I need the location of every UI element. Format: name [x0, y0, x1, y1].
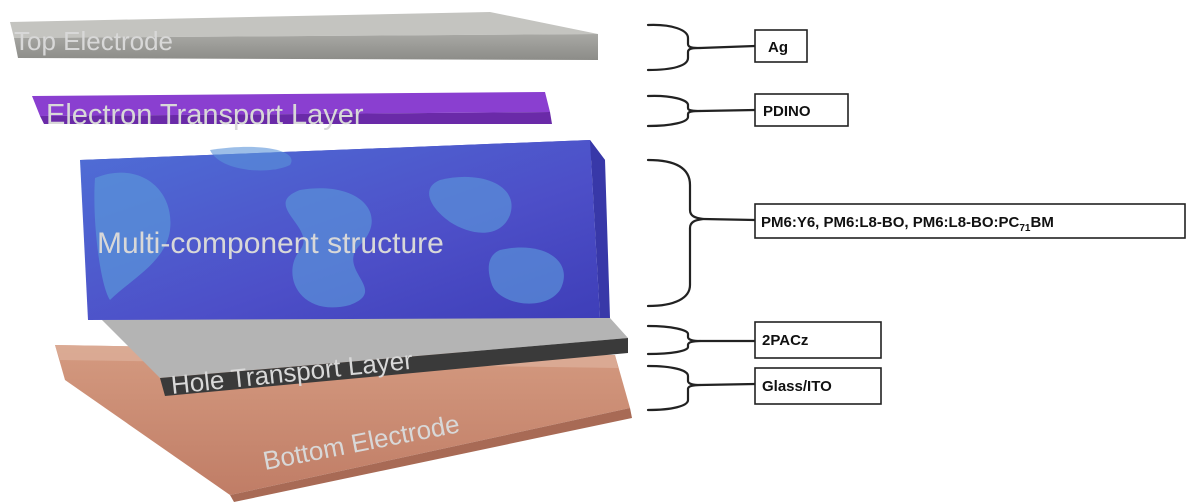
active-label: Multi-component structure: [97, 227, 444, 260]
brace-glass-ito: [646, 364, 702, 412]
brace-2pacz: [646, 324, 702, 356]
material-box-ag: Ag: [754, 29, 808, 63]
htl-side: [160, 338, 628, 396]
top-electrode-label: Top Electrode: [14, 26, 173, 56]
top-electrode-front: [14, 34, 598, 60]
material-box-glass-ito: Glass/ITO: [754, 367, 882, 405]
electron-transport-layer: Electron Transport Layer: [32, 92, 552, 131]
top-electrode-layer: Top Electrode: [10, 12, 598, 60]
material-blend: PM6:Y6, PM6:L8-BO, PM6:L8-BO:PC71BM: [761, 214, 1054, 234]
brace-pdino: [646, 94, 702, 128]
active-layer: Multi-component structure: [80, 140, 610, 320]
material-glass-ito: Glass/ITO: [762, 378, 832, 395]
material-pdino: PDINO: [763, 103, 811, 120]
hole-transport-layer: Hole Transport Layer: [100, 318, 628, 400]
brace-ag: [646, 23, 702, 72]
material-box-2pacz: 2PACz: [754, 321, 882, 359]
etl-top: [32, 92, 550, 116]
braces: [646, 23, 757, 412]
htl-top-surface: [100, 318, 628, 378]
brace-blend: [646, 158, 705, 308]
material-2pacz: 2PACz: [762, 332, 808, 349]
material-box-pdino: PDINO: [754, 93, 849, 127]
top-electrode-top: [10, 12, 598, 38]
etl-label: Electron Transport Layer: [46, 99, 364, 131]
material-box-blend: PM6:Y6, PM6:L8-BO, PM6:L8-BO:PC71BM: [754, 203, 1186, 239]
etl-side: [40, 112, 552, 124]
material-ag: Ag: [768, 39, 788, 56]
